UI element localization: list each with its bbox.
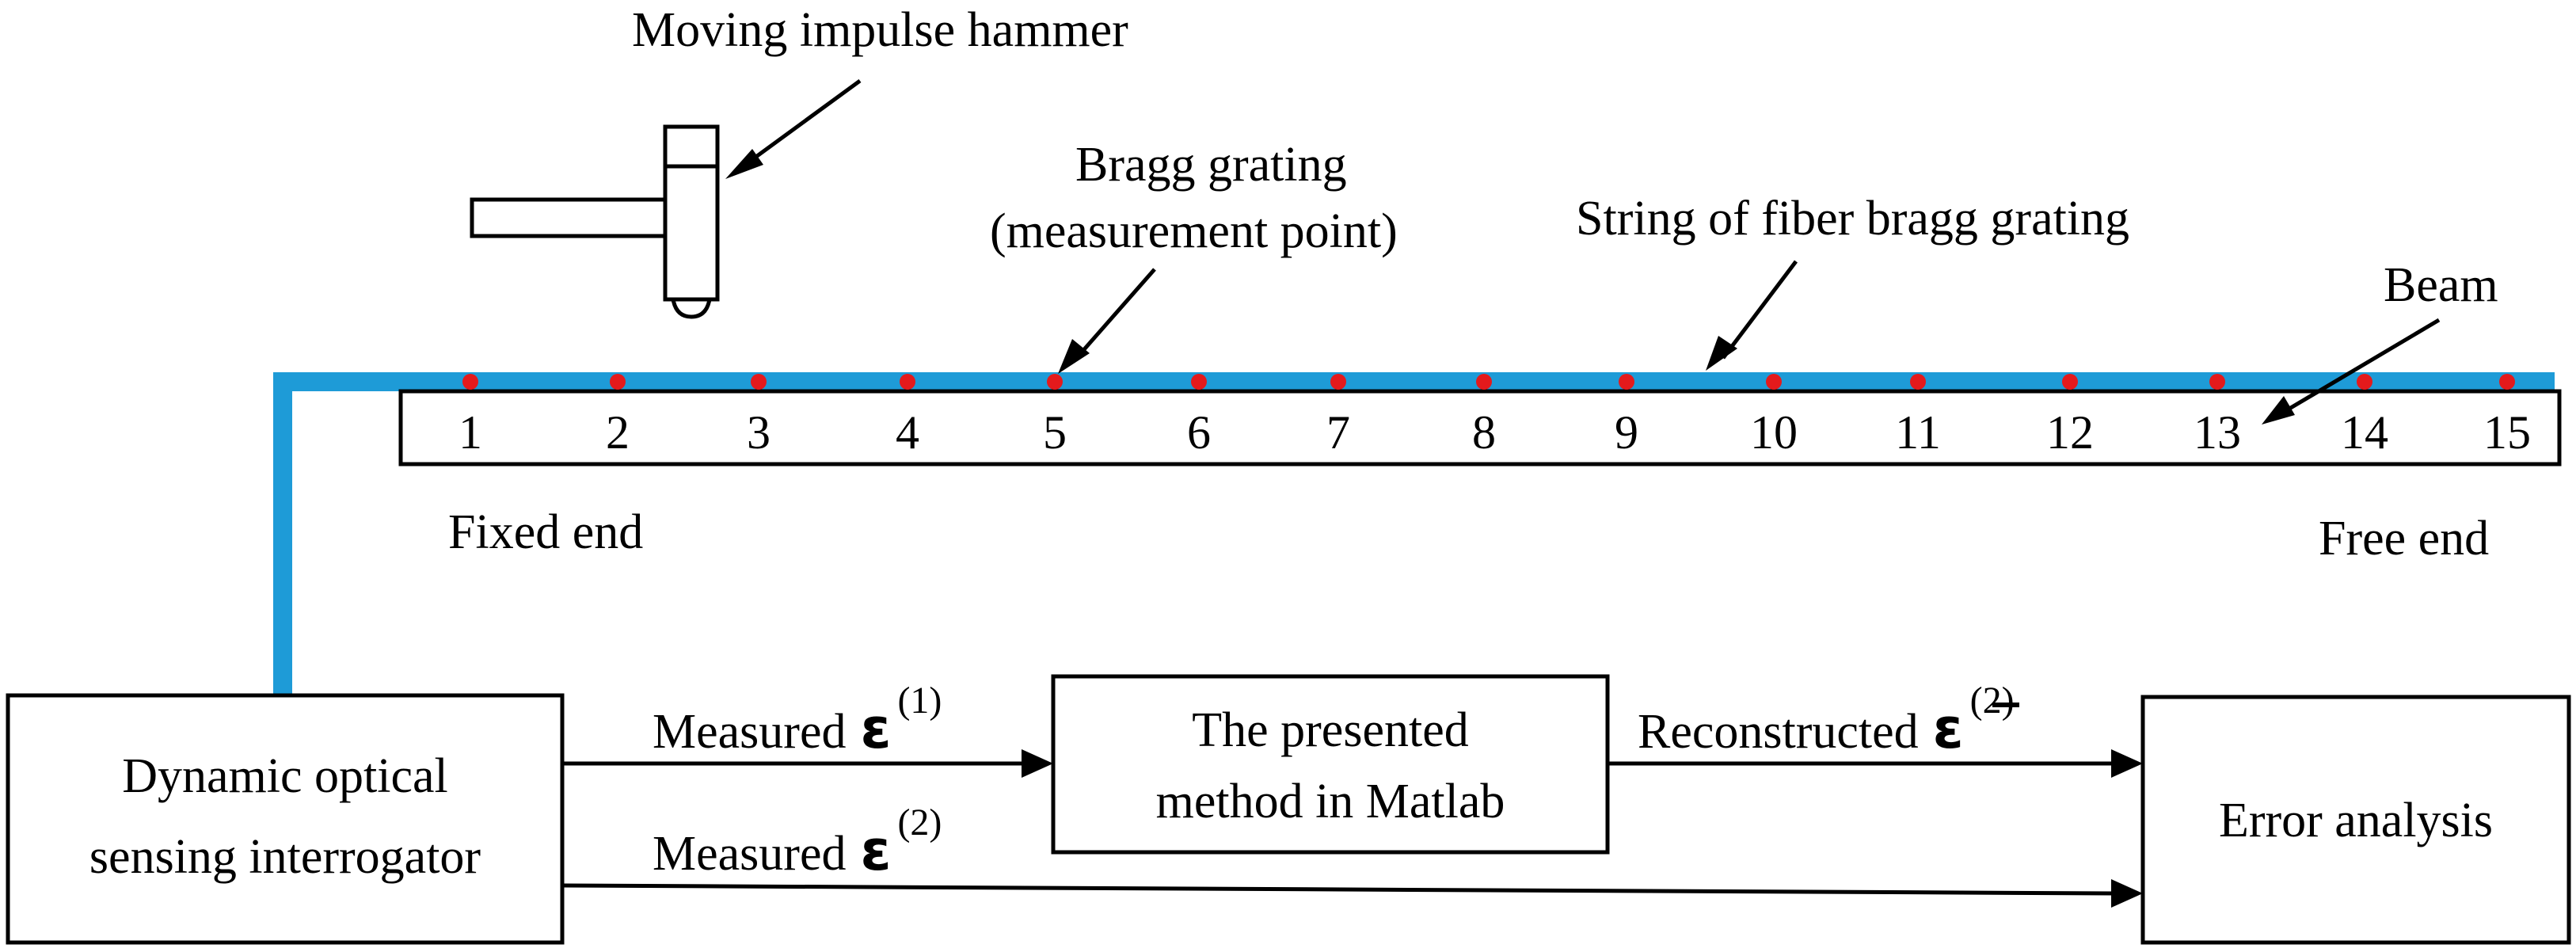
grating-point	[1910, 374, 1926, 390]
point-number: 2	[606, 406, 630, 459]
beam-label: Beam	[2384, 258, 2498, 312]
measured2-label: Measured ε (2)	[653, 802, 942, 883]
grating-point	[1191, 374, 1207, 390]
point-number: 14	[2341, 406, 2388, 459]
grating-point	[610, 374, 626, 390]
point-number: 11	[1895, 406, 1941, 459]
point-number: 15	[2483, 406, 2531, 459]
beam-arrow	[2262, 318, 2441, 425]
measured1-arrow	[562, 749, 1053, 778]
method-label-line2: method in Matlab	[1156, 775, 1505, 828]
epsilon-symbol: ε	[860, 696, 891, 761]
point-number: 8	[1472, 406, 1496, 459]
measured2-superscript: (2)	[897, 802, 942, 843]
point-number: 3	[747, 406, 771, 459]
epsilon-symbol: ε	[860, 818, 891, 883]
point-number: 5	[1043, 406, 1067, 459]
grating-point	[751, 374, 767, 390]
grating-point	[1476, 374, 1492, 390]
beam	[398, 389, 2562, 466]
reconstructed-arrow	[1608, 749, 2143, 778]
error-analysis-box	[2140, 695, 2571, 945]
grating-point	[2062, 374, 2078, 390]
method-label-line1: The presented	[1192, 703, 1468, 757]
interrogator-label-line2: sensing interrogator	[89, 830, 481, 884]
bragg-label-line1: Bragg grating	[1075, 138, 1347, 192]
measured1-label: Measured ε (1)	[653, 680, 942, 761]
interrogator-box	[6, 693, 565, 945]
grating-points	[462, 374, 2515, 390]
impulse-hammer-icon	[470, 124, 720, 319]
point-number: 1	[459, 406, 482, 459]
grating-point	[462, 374, 478, 390]
error-analysis-label: Error analysis	[2219, 794, 2493, 847]
fixed-end-label: Fixed end	[448, 505, 643, 559]
epsilon-bar-symbol: ε	[1933, 696, 1964, 761]
measured1-prefix: Measured	[653, 705, 846, 759]
grating-point	[900, 374, 915, 390]
point-number: 13	[2194, 406, 2241, 459]
grating-point	[2499, 374, 2515, 390]
measured2-arrow	[561, 879, 2143, 908]
grating-point	[2357, 374, 2372, 390]
hammer-arrow	[725, 78, 862, 179]
bragg-arrow	[1058, 268, 1156, 374]
fiber-string-label: String of fiber bragg grating	[1576, 192, 2129, 246]
grating-point	[1619, 374, 1634, 390]
hammer-label: Moving impulse hammer	[632, 3, 1128, 57]
point-number: 9	[1615, 406, 1638, 459]
fiber-string-arrow	[1706, 260, 1798, 371]
grating-point	[1330, 374, 1346, 390]
free-end-label: Free end	[2319, 512, 2489, 565]
point-number: 12	[2046, 406, 2094, 459]
interrogator-label-line1: Dynamic optical	[122, 749, 447, 803]
reconstructed-prefix: Reconstructed	[1638, 705, 1919, 759]
measured2-prefix: Measured	[653, 827, 846, 881]
point-number: 4	[896, 406, 919, 459]
point-number: 6	[1187, 406, 1211, 459]
grating-point	[1047, 374, 1063, 390]
grating-point	[2209, 374, 2225, 390]
point-number: 10	[1750, 406, 1798, 459]
point-number: 7	[1326, 406, 1350, 459]
grating-point	[1766, 374, 1782, 390]
reconstructed-label: Reconstructed ε (2)	[1638, 680, 2015, 761]
bragg-label-line2: (measurement point)	[990, 204, 1398, 258]
fiber-string	[273, 372, 2555, 695]
reconstructed-superscript: (2)	[1970, 680, 2015, 722]
measured1-superscript: (1)	[897, 680, 942, 722]
